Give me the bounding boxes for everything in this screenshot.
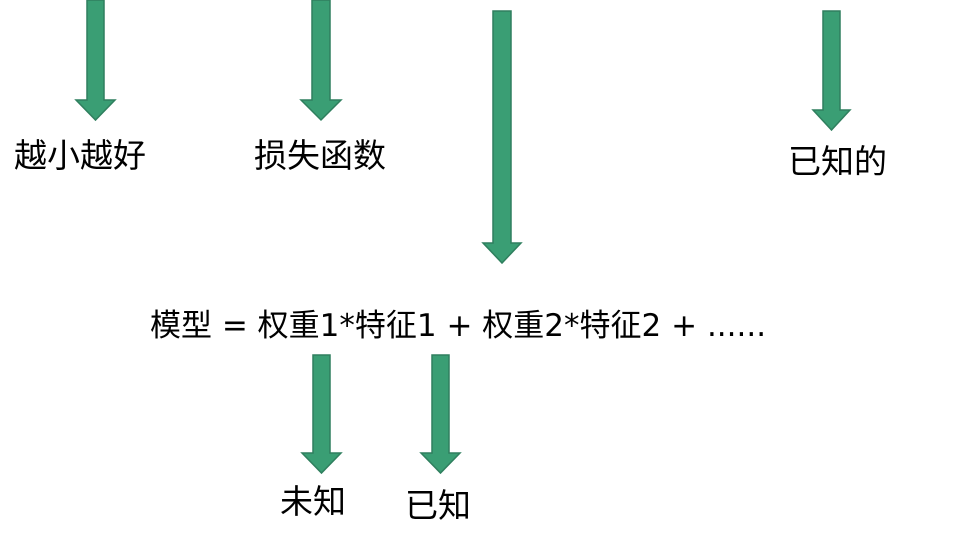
arrow-to-known-de [811,10,852,132]
arrow-to-smaller-better [74,0,117,122]
arrow-to-known [419,354,462,475]
label-loss-function: 损失函数 [254,136,386,175]
arrow-to-unknown [300,354,343,475]
arrow-to-formula [481,10,523,265]
label-smaller-better: 越小越好 [14,136,146,175]
label-known: 已知 [405,486,471,525]
model-formula: 模型 = 权重1*特征1 + 权重2*特征2 + ...... [150,308,767,344]
arrow-to-loss-function [299,0,343,122]
label-known-de: 已知的 [788,142,887,181]
label-unknown: 未知 [280,482,346,521]
